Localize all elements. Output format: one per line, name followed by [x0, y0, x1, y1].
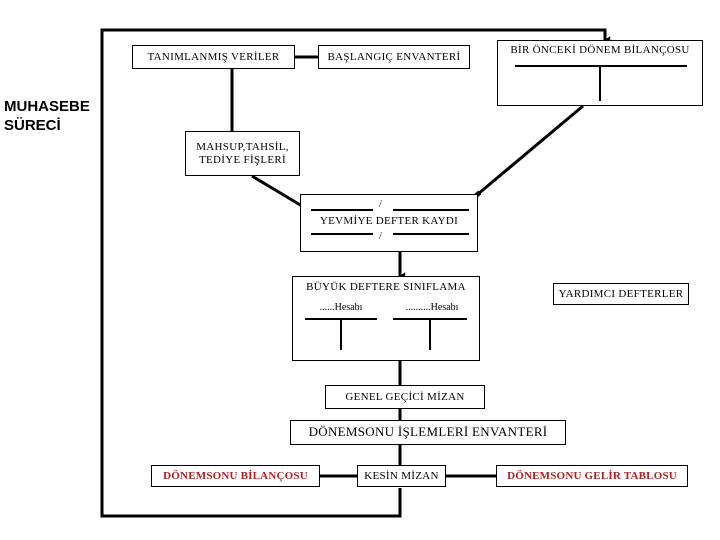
journal-rule-bottom-left	[311, 233, 373, 235]
node-yardimci-defterler[interactable]: YARDIMCI DEFTERLER	[553, 283, 689, 305]
node-bir-onceki-donem-bilancosu[interactable]: BİR ÖNCEKİ DÖNEM BİLANÇOSU	[497, 40, 703, 106]
t-account-top-rule	[515, 65, 687, 67]
node-label: DÖNEMSONU GELİR TABLOSU	[507, 469, 677, 482]
ledger-account-left-label: ......Hesabı	[319, 302, 363, 313]
node-label-line-2: TEDİYE FİŞLERİ	[199, 153, 286, 166]
node-yevmiye-defter-kaydi[interactable]: / YEVMİYE DEFTER KAYDI /	[300, 194, 478, 252]
node-label: YARDIMCI DEFTERLER	[558, 287, 684, 300]
journal-rule-bottom-right	[393, 233, 469, 235]
ledger-account-right-stem	[429, 318, 431, 350]
node-label: BÜYÜK DEFTERE SINIFLAMA	[306, 281, 466, 293]
process-side-label: MUHASEBE SÜRECİ	[4, 98, 90, 134]
node-label: YEVMİYE DEFTER KAYDI	[319, 215, 459, 227]
t-account-center-stem	[599, 65, 601, 101]
node-tanimlanmis-veriler[interactable]: TANIMLANMIŞ VERİLER	[132, 45, 295, 69]
journal-slash-top: /	[379, 199, 382, 210]
node-label: BİR ÖNCEKİ DÖNEM BİLANÇOSU	[510, 44, 690, 56]
node-label: KESİN MİZAN	[364, 469, 439, 482]
node-kesin-mizan[interactable]: KESİN MİZAN	[357, 465, 446, 487]
node-label: BAŞLANGIÇ ENVANTERİ	[327, 50, 461, 63]
node-mahsup-tahsil-tediye-fisleri[interactable]: MAHSUP,TAHSİL, TEDİYE FİŞLERİ	[185, 131, 300, 176]
node-label: DÖNEMSONU İŞLEMLERİ ENVANTERİ	[308, 424, 548, 440]
node-label: GENEL GEÇİCİ MİZAN	[345, 390, 465, 403]
journal-rule-top-right	[393, 209, 469, 211]
node-donemsonu-gelir-tablosu[interactable]: DÖNEMSONU GELİR TABLOSU	[496, 465, 688, 487]
node-donemsonu-bilancosu[interactable]: DÖNEMSONU BİLANÇOSU	[151, 465, 320, 487]
ledger-account-right-label: ..........Hesabı	[405, 302, 459, 313]
node-label: TANIMLANMIŞ VERİLER	[147, 50, 280, 63]
journal-slash-bottom: /	[379, 231, 382, 242]
node-genel-gecici-mizan[interactable]: GENEL GEÇİCİ MİZAN	[325, 385, 485, 409]
ledger-account-left-stem	[340, 318, 342, 350]
node-label-line-1: MAHSUP,TAHSİL,	[196, 140, 289, 153]
connector-prev-balance-to-journal	[474, 104, 584, 198]
journal-rule-top-left	[311, 209, 373, 211]
node-label: DÖNEMSONU BİLANÇOSU	[163, 469, 308, 482]
node-donemsonu-islemleri-envanteri[interactable]: DÖNEMSONU İŞLEMLERİ ENVANTERİ	[290, 420, 566, 445]
node-baslangic-envanteri[interactable]: BAŞLANGIÇ ENVANTERİ	[318, 45, 470, 69]
node-buyuk-deftere-siniflama[interactable]: BÜYÜK DEFTERE SINIFLAMA ......Hesabı ...…	[292, 276, 480, 361]
